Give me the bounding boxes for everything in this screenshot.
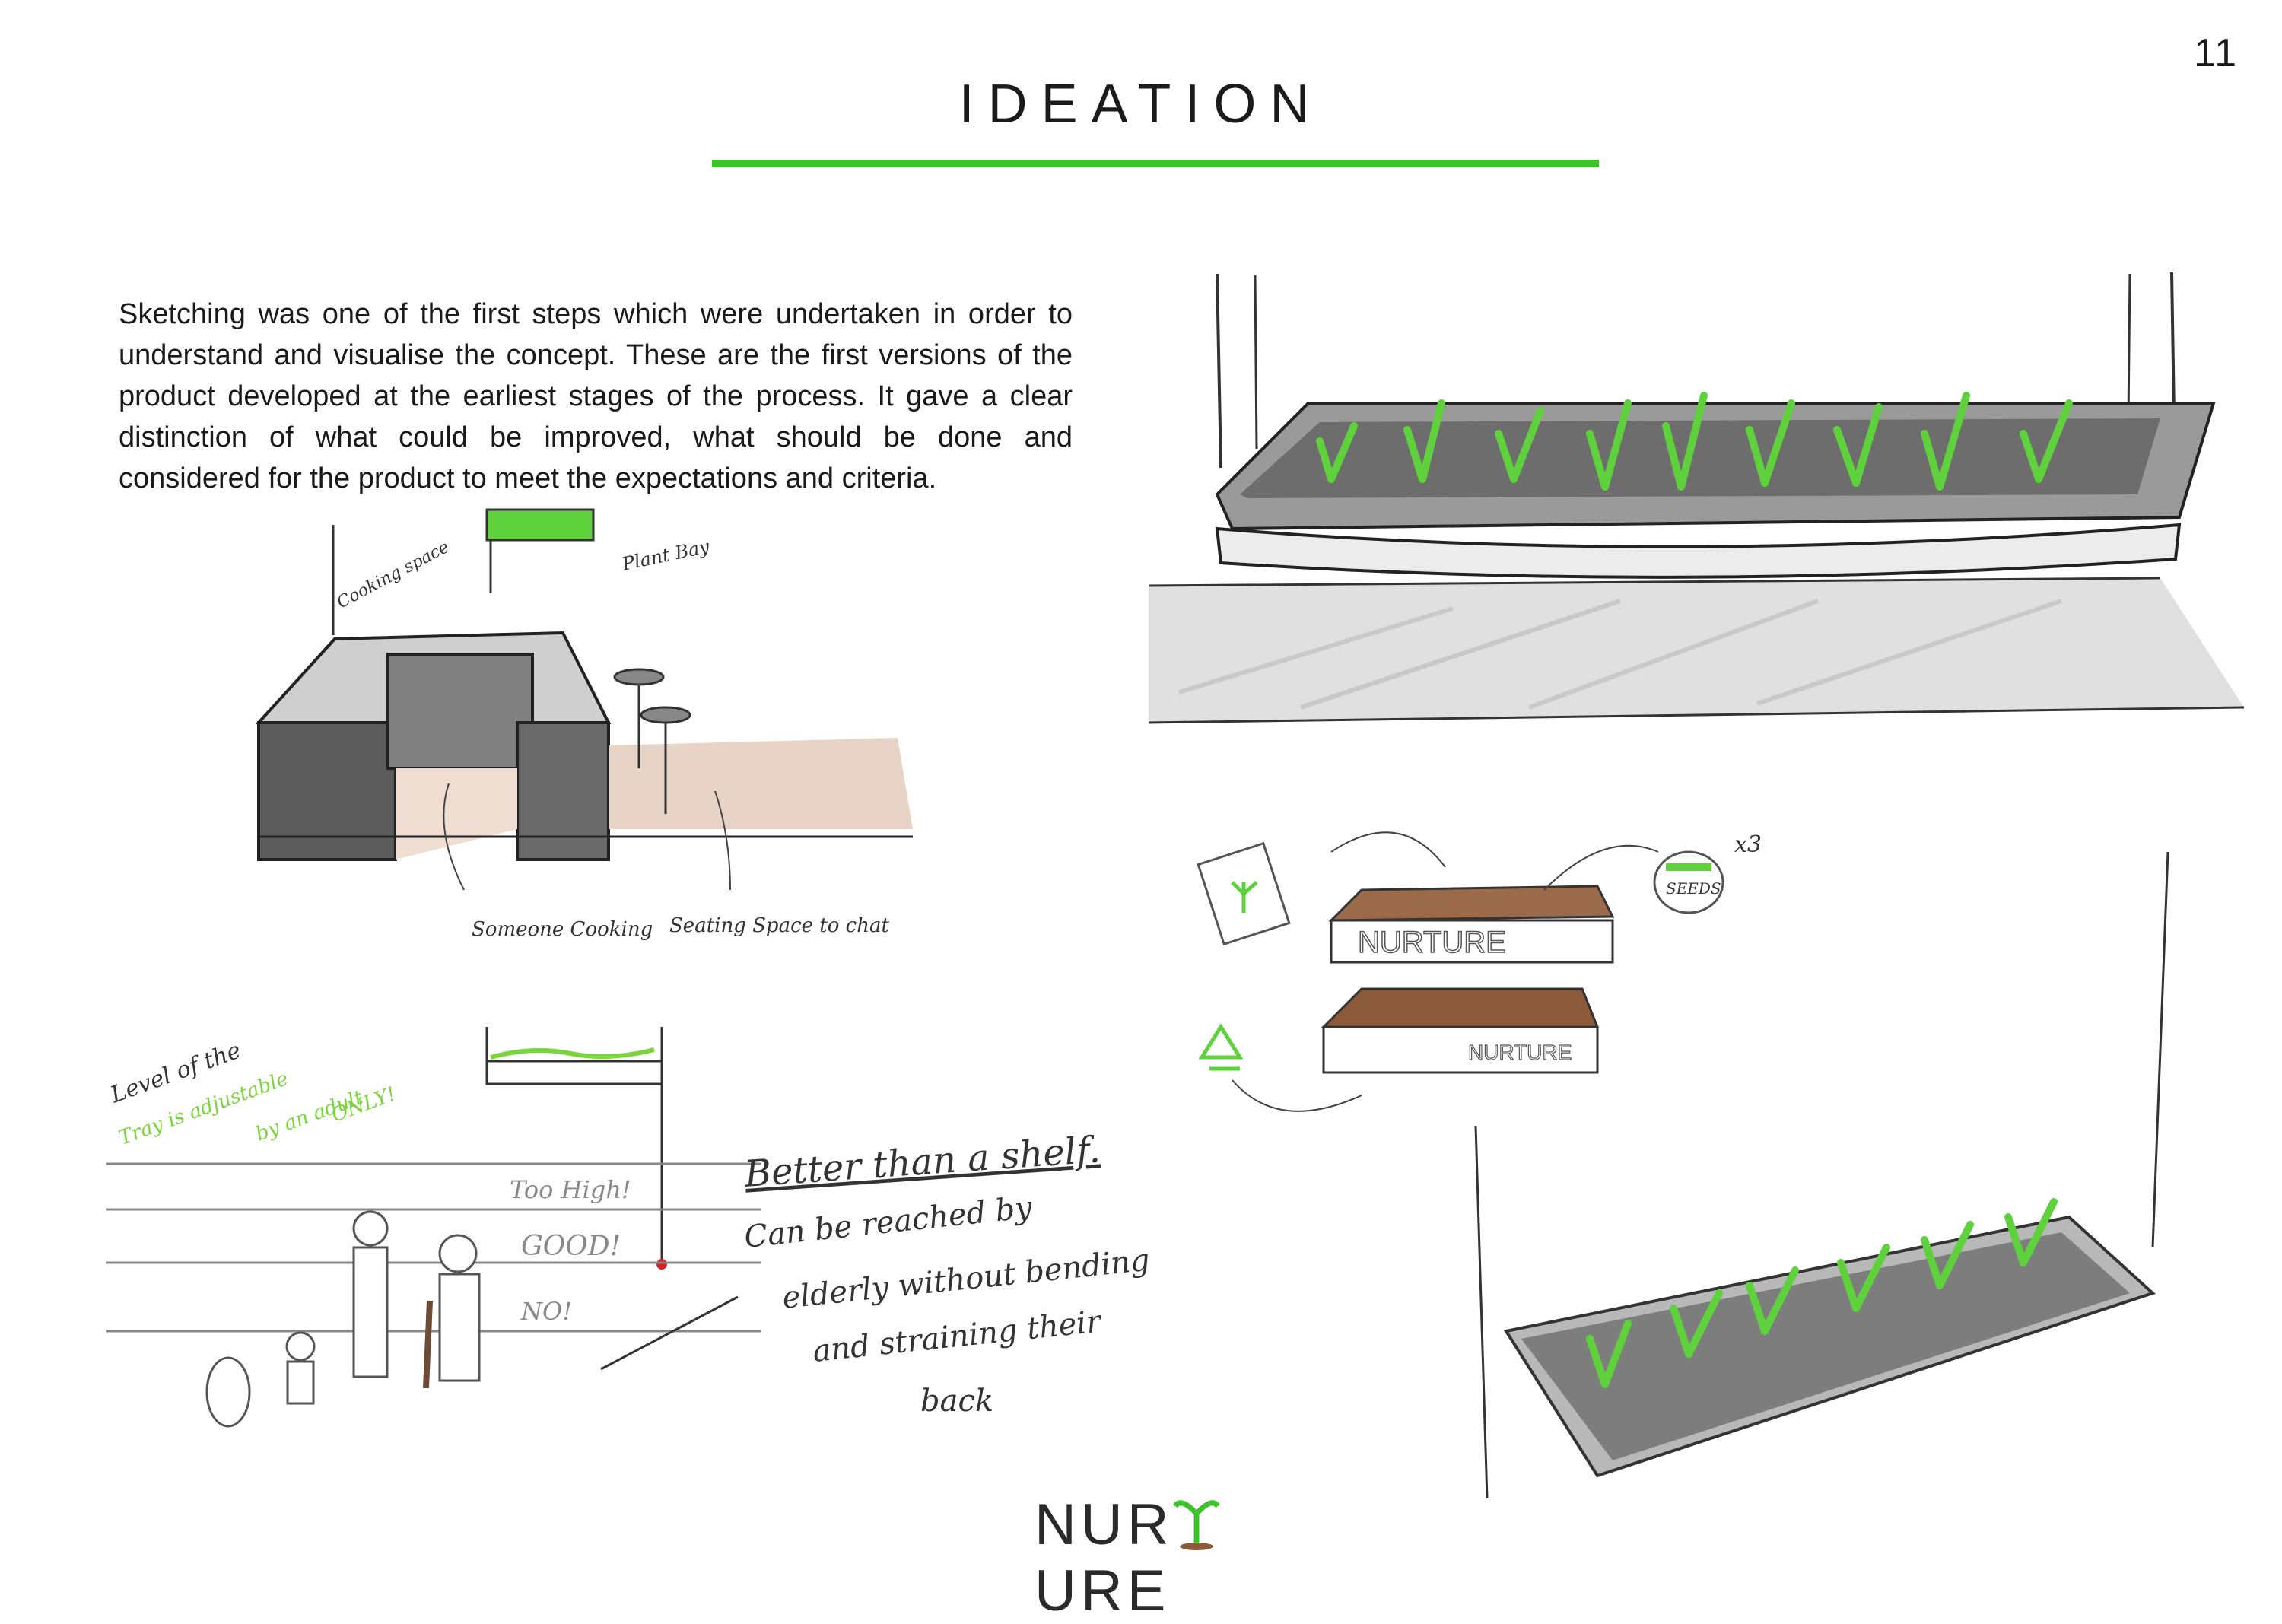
nurture-logo: NURURE	[1035, 1482, 1278, 1623]
tray-label-top: NURTURE	[1358, 926, 1506, 959]
label-plant-bay: Plant Bay	[619, 536, 711, 575]
better-line-1: Can be reached by	[742, 1190, 1035, 1255]
seeds-label: SEEDS	[1666, 879, 1721, 898]
tray-label-bottom: NURTURE	[1468, 1041, 1572, 1064]
planter-kit-sketch: NURTURE NURTURE SEEDS x3	[1187, 806, 2252, 1521]
sprout-icon	[1172, 1500, 1220, 1550]
brand-name-left: NUR	[1035, 1492, 1174, 1557]
brand-wordmark: NURURE	[1035, 1489, 1278, 1624]
page-title: IDEATION	[958, 74, 1324, 135]
label-no: NO!	[520, 1297, 572, 1326]
brand-name-right: URE	[1035, 1559, 1171, 1623]
label-too-high: Too High!	[510, 1175, 631, 1204]
hanging-tray-sketch	[1149, 266, 2244, 761]
page-number: 11	[2194, 31, 2238, 75]
heights-note-line-4: ONLY!	[329, 1083, 399, 1127]
kitchen-room-sketch: Cooking space Plant Bay Someone Cooking …	[243, 494, 928, 981]
label-cooking-space: Cooking space	[334, 538, 452, 612]
better-line-3: and straining their	[811, 1304, 1104, 1369]
better-title: Better than a shelf.	[742, 1128, 1101, 1196]
better-line-4: back	[920, 1384, 993, 1419]
label-good: GOOD!	[521, 1231, 621, 1262]
label-someone-cooking: Someone Cooking	[472, 918, 653, 941]
title-underline	[712, 160, 1599, 167]
recycle-icon	[1198, 1023, 1244, 1071]
seeds-multiplier: x3	[1734, 831, 1762, 858]
label-seating-space: Seating Space to chat	[669, 914, 889, 937]
intro-paragraph: Sketching was one of the first steps whi…	[119, 298, 1073, 494]
seedling-row	[1316, 392, 2073, 491]
reach-heights-sketch: Level of the Tray is adjustable by an ad…	[106, 1012, 1171, 1468]
